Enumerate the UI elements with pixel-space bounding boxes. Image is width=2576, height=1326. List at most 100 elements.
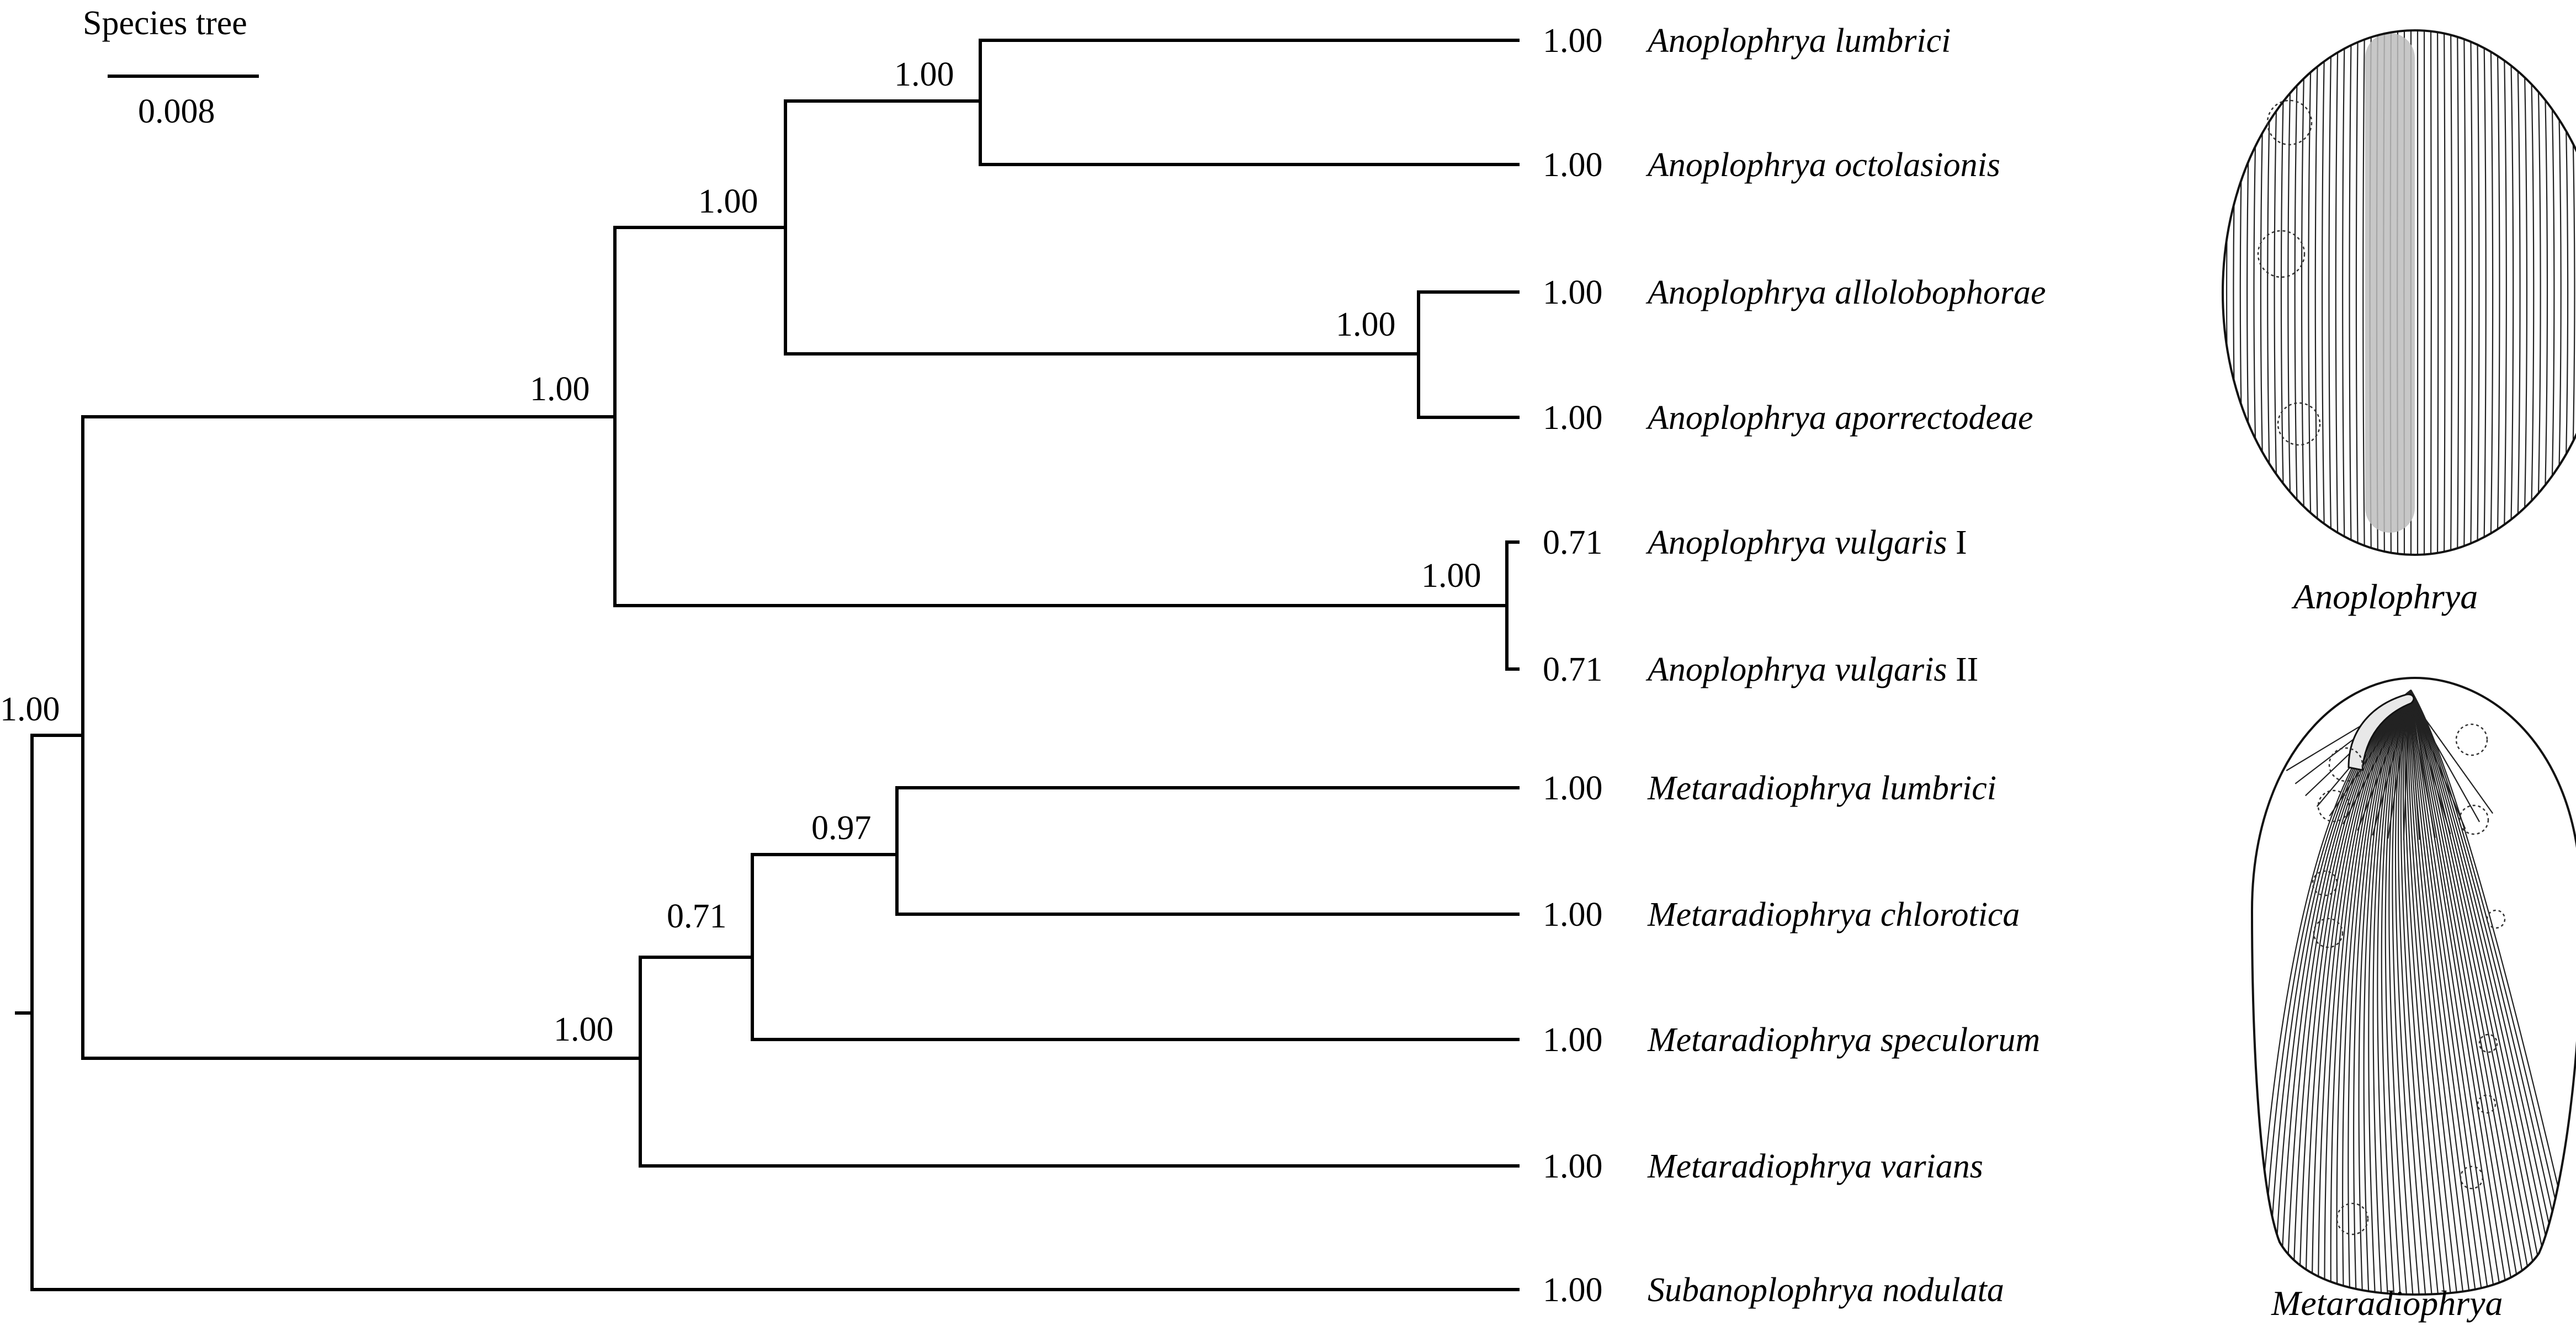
anoplophrya-kinety <box>2536 30 2541 555</box>
anoplophrya-kinety <box>2322 30 2326 555</box>
metaradiophrya-kinety <box>2410 689 2576 1295</box>
metaradiophrya-kinety <box>2311 689 2412 1295</box>
tip-support-a-allolobophorae: 1.00 <box>1543 274 1603 311</box>
anoplophrya-contractile-vacuole <box>2257 230 2306 278</box>
metaradiophrya-contractile-vacuole <box>2478 1033 2498 1053</box>
anoplophrya-kinety <box>2436 30 2439 555</box>
anoplophrya-contractile-vacuole <box>2266 99 2313 146</box>
anoplophrya-kinety <box>2556 30 2562 555</box>
anoplophrya-kinety <box>2260 30 2266 555</box>
metaradiophrya-kinety <box>2406 689 2452 1295</box>
anoplophrya-kinety <box>2496 30 2500 555</box>
anoplophrya-kinety <box>2483 30 2487 555</box>
support-metaradiophrya-core: 0.71 <box>667 898 727 935</box>
metaradiophrya-kinety <box>2330 689 2412 1295</box>
metaradiophrya-kinety <box>2292 689 2412 1295</box>
metaradiophrya-hook <box>2347 693 2415 771</box>
metaradiophrya-kinety <box>2324 689 2412 1295</box>
metaradiophrya-outline <box>2250 676 2576 1296</box>
taxon-m-lumbrici: Metaradiophrya lumbrici <box>1647 770 1996 807</box>
metaradiophrya-kinety <box>2410 689 2529 1295</box>
anoplophrya-kinety <box>2549 30 2555 555</box>
metaradiophrya-kinety <box>2410 689 2516 1295</box>
metaradiophrya-kinety <box>2372 689 2412 1295</box>
metaradiophrya-kinety <box>2329 696 2410 816</box>
tip-support-m-chlorotica: 1.00 <box>1543 896 1603 933</box>
anoplophrya-kinety <box>2294 30 2299 555</box>
metaradiophrya-kinety <box>2404 689 2446 1295</box>
anoplophrya-kinety <box>2562 30 2569 555</box>
scale-bar-value: 0.008 <box>138 93 215 130</box>
metaradiophrya-contractile-vacuole <box>2317 789 2350 823</box>
anoplophrya-caption: Anoplophrya <box>2291 577 2478 616</box>
anoplophrya-contractile-vacuole <box>2277 402 2321 446</box>
metaradiophrya-kinety <box>2372 696 2410 836</box>
support-allolobophorae-aporrectodeae: 1.00 <box>1336 306 1396 343</box>
metaradiophrya-kinety <box>2410 689 2510 1295</box>
metaradiophrya-contractile-vacuole <box>2486 909 2506 929</box>
metaradiophrya-kinety <box>2408 696 2436 838</box>
anoplophrya-kinety <box>2516 30 2521 555</box>
taxon-a-lumbrici: Anoplophrya lumbrici <box>1645 22 1951 60</box>
tip-support-s-nodulata: 1.00 <box>1543 1271 1603 1309</box>
anoplophrya-kinety <box>2246 30 2253 555</box>
metaradiophrya-kinety <box>2409 696 2481 823</box>
metaradiophrya-kinety <box>2410 689 2561 1295</box>
metaradiophrya-kinety <box>2342 689 2412 1295</box>
metaradiophrya-contractile-vacuole <box>2328 747 2363 782</box>
anoplophrya-kinety <box>2335 30 2339 555</box>
anoplophrya-kinety <box>2287 30 2293 555</box>
anoplophrya-kinety <box>2503 30 2507 555</box>
metaradiophrya-caption: Metaradiophrya <box>2271 1283 2503 1323</box>
metaradiophrya-kinety <box>2368 689 2412 1295</box>
metaradiophrya-contractile-vacuole <box>2458 804 2489 835</box>
metaradiophrya-kinety <box>2388 689 2412 1295</box>
anoplophrya-kinety <box>2226 30 2233 555</box>
anoplophrya-kinety <box>2569 30 2575 555</box>
support-anoplophrya-clade: 1.00 <box>530 370 590 408</box>
taxon-m-varians: Metaradiophrya varians <box>1647 1148 1983 1185</box>
taxon-s-nodulata: Subanoplophrya nodulata <box>1648 1271 2004 1309</box>
metaradiophrya-kinety <box>2410 689 2554 1295</box>
anoplophrya-kinety <box>2349 30 2352 555</box>
metaradiophrya-kinety <box>2410 689 2484 1295</box>
metaradiophrya-kineties <box>2254 689 2576 1295</box>
metaradiophrya-kinety <box>2409 689 2465 1295</box>
support-anoplophrya-core: 1.00 <box>698 183 758 220</box>
metaradiophrya-kinety <box>2403 696 2410 840</box>
metaradiophrya-kinety <box>2286 689 2412 1295</box>
anoplophrya-kinety <box>2308 30 2313 555</box>
metaradiophrya-kinety <box>2353 689 2412 1295</box>
taxon-m-chlorotica: Metaradiophrya chlorotica <box>1647 896 2020 933</box>
metaradiophrya-illustration: Metaradiophrya <box>2250 676 2576 1323</box>
anoplophrya-kinety <box>2274 30 2280 555</box>
anoplophrya-kinety <box>2522 30 2528 555</box>
anoplophrya-outline <box>2222 29 2576 556</box>
metaradiophrya-kinety <box>2347 689 2412 1295</box>
anoplophrya-kinety <box>2443 30 2446 555</box>
metaradiophrya-kinety <box>2260 689 2412 1295</box>
metaradiophrya-kinety <box>2408 696 2451 835</box>
tree-branches <box>15 39 1520 1291</box>
metaradiophrya-kinety <box>2409 689 2472 1295</box>
tip-support-m-speculorum: 1.00 <box>1543 1021 1603 1059</box>
metaradiophrya-kinety <box>2394 689 2421 1295</box>
anoplophrya-kinety <box>2469 30 2473 555</box>
anoplophrya-kinety <box>2456 30 2460 555</box>
metaradiophrya-kinety <box>2409 696 2494 814</box>
metaradiophrya-kinety <box>2317 689 2412 1295</box>
metaradiophrya-contractile-vacuole <box>2455 723 2488 756</box>
anoplophrya-kinety <box>2476 30 2480 555</box>
anoplophrya-kinety <box>2423 30 2425 555</box>
anoplophrya-kinety <box>2509 30 2514 555</box>
tip-support-a-aporrectodeae: 1.00 <box>1543 399 1603 437</box>
support-metaradiophrya-clade: 1.00 <box>554 1011 614 1048</box>
metaradiophrya-contractile-vacuole <box>2460 1165 2484 1190</box>
anoplophrya-kinety <box>2253 30 2260 555</box>
support-lumbrici-chlorotica: 0.97 <box>811 809 872 847</box>
anoplophrya-kinety <box>2301 30 2306 555</box>
anoplophrya-kinety <box>2355 30 2359 555</box>
tip-support-a-vulgaris-2: 0.71 <box>1543 651 1603 688</box>
metaradiophrya-contractile-vacuole <box>2336 1202 2369 1235</box>
